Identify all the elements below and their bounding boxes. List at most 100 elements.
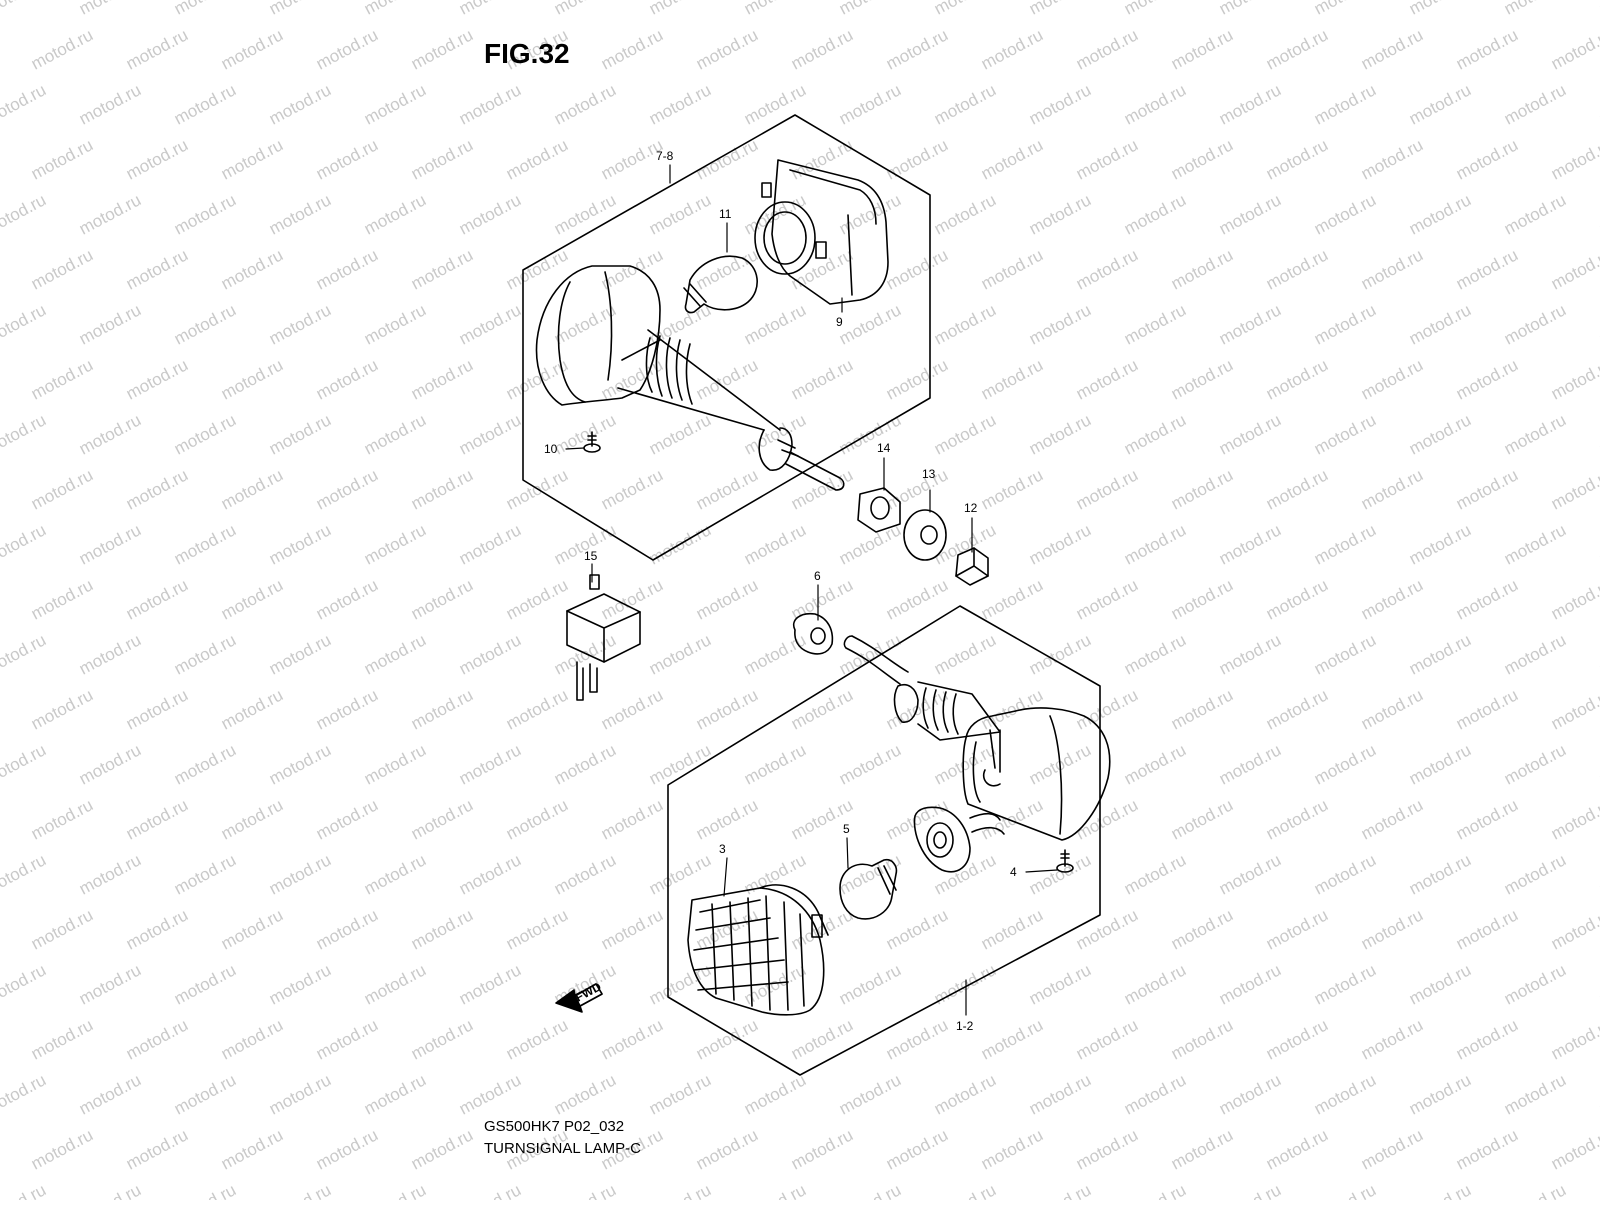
- watermark-text: motod.ru: [0, 685, 1, 733]
- watermark-text: motod.ru: [0, 300, 49, 348]
- watermark-text: motod.ru: [931, 0, 999, 19]
- watermark-text: motod.ru: [883, 135, 951, 183]
- watermark-text: motod.ru: [1358, 685, 1426, 733]
- watermark-text: motod.ru: [361, 190, 429, 238]
- watermark-text: motod.ru: [76, 1180, 144, 1200]
- watermark-text: motod.ru: [1121, 0, 1189, 19]
- watermark-text: motod.ru: [76, 1070, 144, 1118]
- watermark-text: motod.ru: [551, 80, 619, 128]
- watermark-text: motod.ru: [1501, 0, 1569, 19]
- watermark-text: motod.ru: [788, 465, 856, 513]
- watermark-text: motod.ru: [1073, 1125, 1141, 1173]
- watermark-text: motod.ru: [408, 1015, 476, 1063]
- watermark-text: motod.ru: [883, 465, 951, 513]
- watermark-text: motod.ru: [28, 1125, 96, 1173]
- watermark-text: motod.ru: [171, 960, 239, 1008]
- watermark-text: motod.ru: [788, 25, 856, 73]
- watermark-text: motod.ru: [76, 300, 144, 348]
- watermark-text: motod.ru: [0, 190, 49, 238]
- watermark-text: motod.ru: [76, 190, 144, 238]
- callout-11: 11: [719, 207, 732, 221]
- callout-1-2: 1-2: [956, 1019, 974, 1033]
- watermark-text: motod.ru: [836, 410, 904, 458]
- watermark-text: motod.ru: [1596, 80, 1600, 128]
- watermark-text: motod.ru: [361, 300, 429, 348]
- watermark-text: motod.ru: [1263, 575, 1331, 623]
- watermark-text: motod.ru: [218, 795, 286, 843]
- watermark-text: motod.ru: [1596, 190, 1600, 238]
- lower-socket: [913, 806, 1005, 873]
- watermark-text: motod.ru: [1026, 1180, 1094, 1200]
- watermark-text: motod.ru: [1073, 575, 1141, 623]
- lower-wire: [843, 635, 909, 685]
- watermark-text: motod.ru: [0, 630, 49, 678]
- watermark-text: motod.ru: [266, 520, 334, 568]
- watermark-text: motod.ru: [313, 25, 381, 73]
- watermark-text: motod.ru: [1216, 520, 1284, 568]
- washer-13: [903, 509, 947, 561]
- watermark-text: motod.ru: [266, 80, 334, 128]
- watermark-text: motod.ru: [218, 25, 286, 73]
- watermark-text: motod.ru: [1263, 685, 1331, 733]
- watermark-text: motod.ru: [456, 410, 524, 458]
- watermark-text: motod.ru: [931, 300, 999, 348]
- watermark-text: motod.ru: [1596, 630, 1600, 678]
- watermark-text: motod.ru: [1453, 1125, 1521, 1173]
- watermark-text: motod.ru: [1263, 1015, 1331, 1063]
- watermark-text: motod.ru: [1501, 410, 1569, 458]
- watermark-text: motod.ru: [1596, 1180, 1600, 1200]
- watermark-text: motod.ru: [1596, 410, 1600, 458]
- watermark-text: motod.ru: [741, 410, 809, 458]
- watermark-text: motod.ru: [0, 960, 49, 1008]
- watermark-text: motod.ru: [503, 1015, 571, 1063]
- watermark-text: motod.ru: [741, 80, 809, 128]
- watermark-text: motod.ru: [171, 740, 239, 788]
- watermark-text: motod.ru: [836, 1180, 904, 1200]
- watermark-text: motod.ru: [1311, 300, 1379, 348]
- section-name: TURNSIGNAL LAMP-C: [484, 1140, 641, 1157]
- watermark-text: motod.ru: [76, 80, 144, 128]
- watermark-text: motod.ru: [1121, 630, 1189, 678]
- watermark-text: motod.ru: [0, 0, 49, 19]
- watermark-text: motod.ru: [218, 575, 286, 623]
- watermark-text: motod.ru: [646, 960, 714, 1008]
- watermark-text: motod.ru: [1311, 520, 1379, 568]
- watermark-text: motod.ru: [836, 300, 904, 348]
- watermark-text: motod.ru: [28, 135, 96, 183]
- watermark-text: motod.ru: [1406, 1070, 1474, 1118]
- watermark-text: motod.ru: [313, 905, 381, 953]
- watermark-text: motod.ru: [836, 740, 904, 788]
- watermark-text: motod.ru: [931, 1070, 999, 1118]
- watermark-text: motod.ru: [266, 630, 334, 678]
- watermark-text: motod.ru: [551, 630, 619, 678]
- watermark-text: motod.ru: [693, 575, 761, 623]
- lower-bulb: [839, 858, 898, 920]
- watermark-text: motod.ru: [1311, 190, 1379, 238]
- watermark-text: motod.ru: [788, 685, 856, 733]
- watermark-text: motod.ru: [741, 0, 809, 19]
- watermark-text: motod.ru: [171, 630, 239, 678]
- watermark-text: motod.ru: [1453, 1015, 1521, 1063]
- watermark-text: motod.ru: [408, 1125, 476, 1173]
- watermark-text: motod.ru: [266, 0, 334, 19]
- callout-4: 4: [1010, 865, 1017, 879]
- watermark-text: motod.ru: [503, 795, 571, 843]
- watermark-text: motod.ru: [123, 245, 191, 293]
- watermark-text: motod.ru: [836, 0, 904, 19]
- watermark-text: motod.ru: [266, 1070, 334, 1118]
- watermark-text: motod.ru: [1548, 1015, 1600, 1063]
- watermark-text: motod.ru: [313, 245, 381, 293]
- watermark-text: motod.ru: [28, 245, 96, 293]
- watermark-text: motod.ru: [1121, 520, 1189, 568]
- watermark-text: motod.ru: [0, 465, 1, 513]
- watermark-text: motod.ru: [978, 1015, 1046, 1063]
- watermark-text: motod.ru: [1121, 960, 1189, 1008]
- watermark-text: motod.ru: [408, 465, 476, 513]
- watermark-text: motod.ru: [456, 850, 524, 898]
- watermark-text: motod.ru: [28, 905, 96, 953]
- watermark-text: motod.ru: [978, 685, 1046, 733]
- watermark-text: motod.ru: [0, 1070, 49, 1118]
- watermark-text: motod.ru: [1026, 300, 1094, 348]
- watermark-text: motod.ru: [1358, 795, 1426, 843]
- watermark-text: motod.ru: [313, 575, 381, 623]
